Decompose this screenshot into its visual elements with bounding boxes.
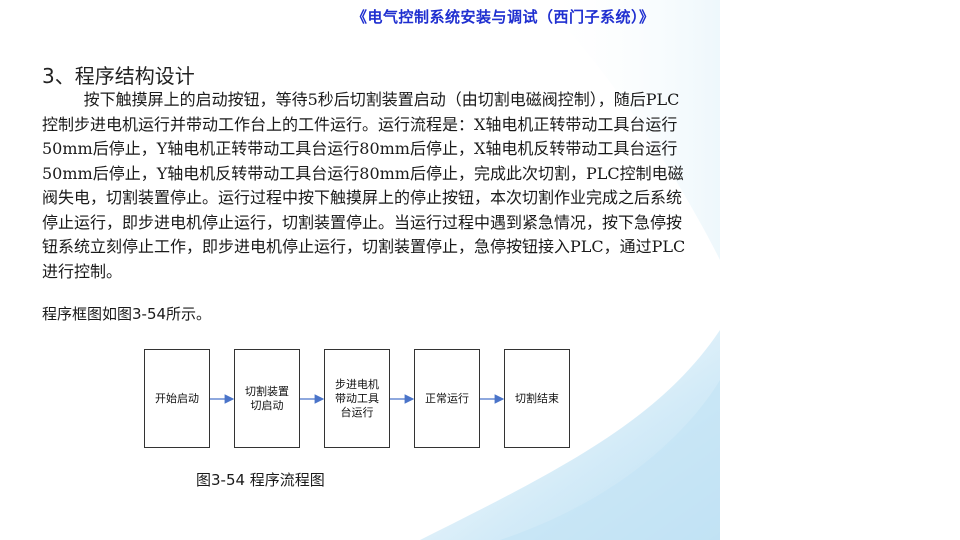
document-header-title: 《电气控制系统安装与调试（西门子系统）》 [352, 8, 655, 26]
flowchart-arrows [210, 394, 505, 404]
program-flowchart: 开始启动 切割装置切启动 步进电机带动工具台运行 正常运行 切割结束 [144, 349, 576, 449]
figure-caption: 图3-54 程序流程图 [196, 471, 325, 489]
flow-step-start: 开始启动 [144, 349, 210, 448]
flow-step-normal-run: 正常运行 [414, 349, 480, 448]
section-heading: 3、程序结构设计 [42, 64, 195, 88]
flow-step-cutter-start: 切割装置切启动 [234, 349, 300, 448]
flow-step-cut-end: 切割结束 [504, 349, 570, 448]
figure-reference-line: 程序框图如图3-54所示。 [42, 305, 212, 323]
flow-step-stepper-motor: 步进电机带动工具台运行 [324, 349, 390, 448]
body-paragraph: 按下触摸屏上的启动按钮，等待5秒后切割装置启动（由切割电磁阀控制），随后PLC控… [42, 90, 686, 281]
